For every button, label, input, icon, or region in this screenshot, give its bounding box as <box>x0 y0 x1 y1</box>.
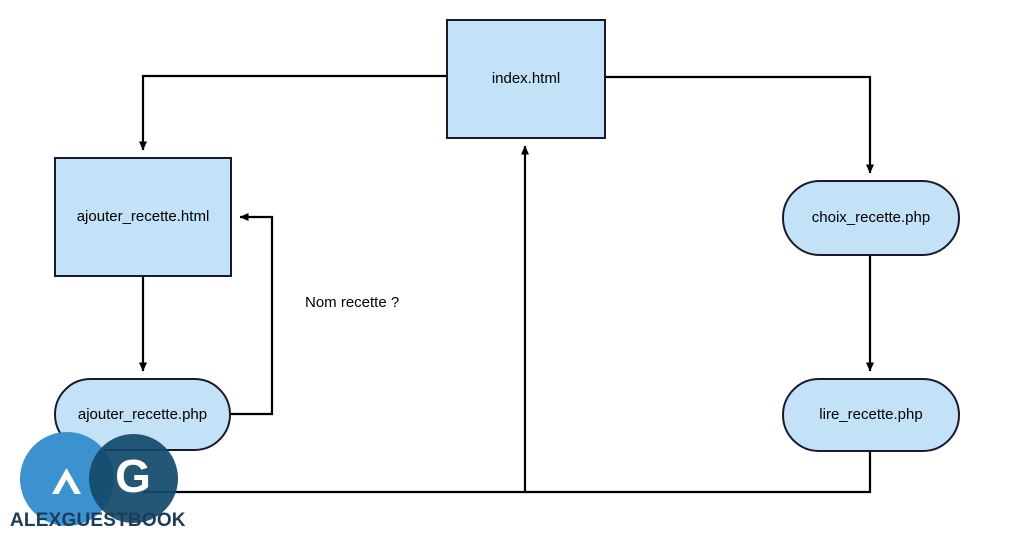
node-label: index.html <box>491 70 561 87</box>
node-index-html[interactable]: index.html <box>446 19 606 139</box>
edge-index-to-ajouter-html <box>139 74 446 151</box>
node-label: lire_recette.php <box>819 406 923 423</box>
logo-wordmark: ALEXGUESTBOOK <box>10 510 186 531</box>
edge-lire-to-index <box>143 452 872 494</box>
node-label: choix_recette.php <box>811 209 931 226</box>
edge-ajouter-php-to-ajouter-html <box>231 213 274 416</box>
node-ajouter-recette-html[interactable]: ajouter_recette.html <box>54 157 232 277</box>
node-label: ajouter_recette.html <box>76 208 210 225</box>
watermark-logo: G ALEXGUESTBOOK <box>0 428 210 541</box>
node-lire-recette-php[interactable]: lire_recette.php <box>782 378 960 452</box>
logo-g-letter: G <box>115 450 151 502</box>
node-label: ajouter_recette.php <box>77 405 208 423</box>
edge-label-nom-recette: Nom recette ? <box>305 294 400 311</box>
logo-glyph-layer: G <box>52 450 151 502</box>
node-choix-recette-php[interactable]: choix_recette.php <box>782 180 960 256</box>
logo-circle-right <box>89 434 178 523</box>
edge-index-to-choix <box>606 75 874 174</box>
logo-a-chevron-icon <box>52 468 81 494</box>
